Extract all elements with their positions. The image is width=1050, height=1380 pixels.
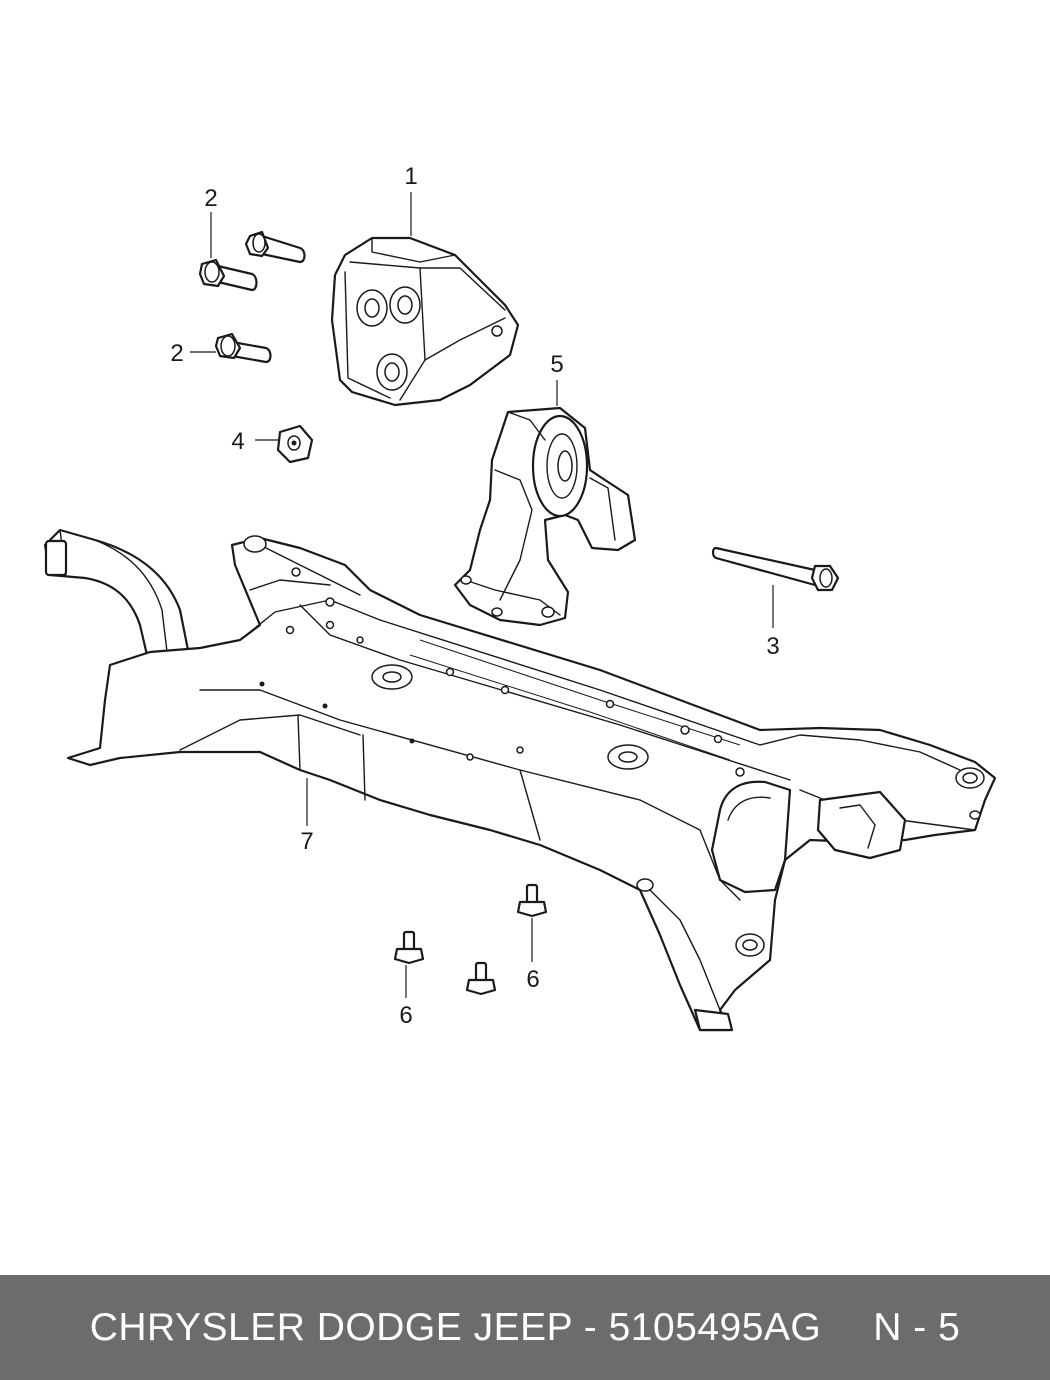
bolt-part-6-c [465,961,497,996]
bolt-part-2-upper [244,230,306,264]
nut-part-4 [276,424,314,464]
callout-part-3: 3 [766,633,779,660]
callout-part-6-left: 6 [399,1002,412,1029]
callout-part-7: 7 [300,828,313,855]
footer-brand-part-number: CHRYSLER DODGE JEEP - 5105495AG [89,1305,822,1349]
callout-part-1: 1 [404,163,417,190]
parts-diagram: 1 2 2 3 4 5 6 6 7 [43,163,997,1032]
bolt-part-2-lower [214,332,272,364]
footer-page-reference: N - 5 [873,1305,961,1349]
mount-bracket-part-1 [330,236,520,407]
bolt-part-2-middle [198,258,258,292]
callout-part-2-upper: 2 [204,185,217,212]
callout-part-6-right: 6 [526,966,539,993]
long-bolt-part-3 [711,546,840,592]
leader-lines [190,192,774,998]
callout-part-5: 5 [550,351,563,378]
callout-part-4: 4 [231,428,244,455]
footer-bar: CHRYSLER DODGE JEEP - 5105495AG N - 5 [0,1275,1050,1380]
callout-part-2-lower: 2 [170,340,183,367]
crossmember-part-7 [43,528,997,1032]
transmission-mount-part-5 [453,406,637,627]
bolt-part-6-b [393,930,425,965]
bolt-part-6-a [516,883,548,918]
